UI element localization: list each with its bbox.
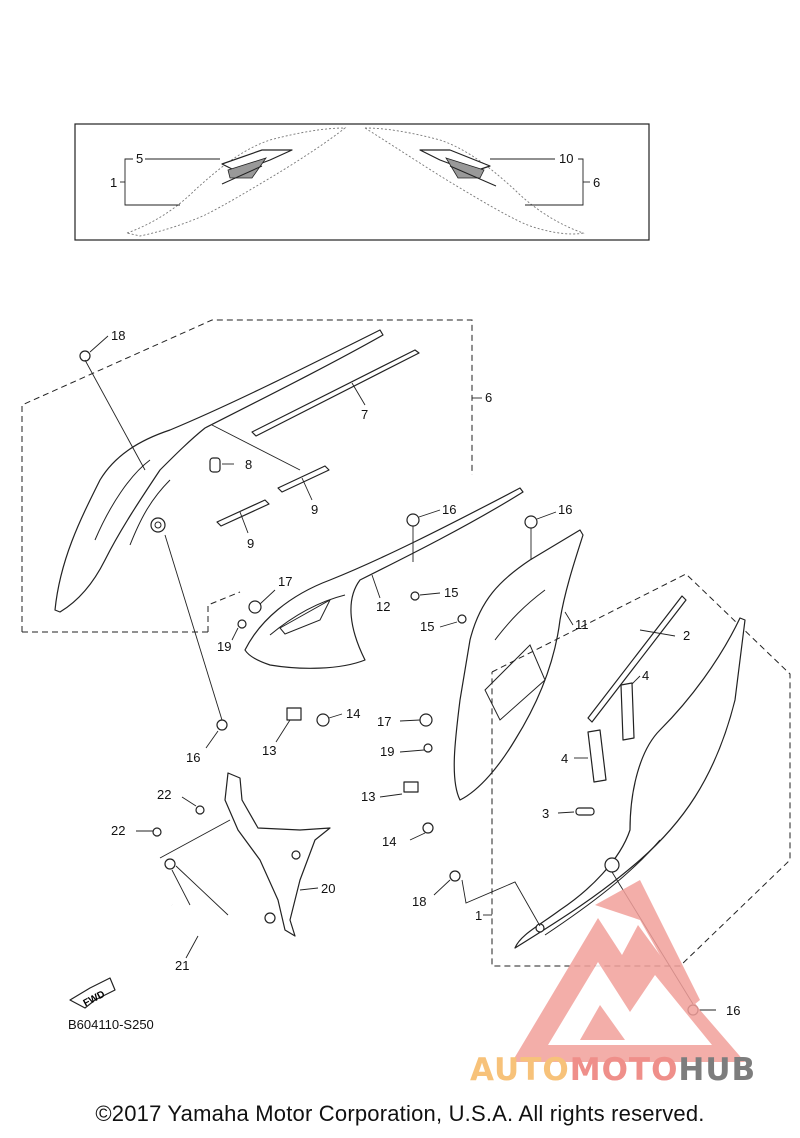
callout-4: 4	[561, 751, 568, 766]
callout-15: 15	[444, 585, 458, 600]
callout-1: 1	[110, 175, 117, 190]
watermark-hub: HUB	[678, 1052, 757, 1088]
callout-10: 10	[559, 151, 573, 166]
callout-18: 18	[111, 328, 125, 343]
callout-16: 16	[726, 1003, 740, 1018]
panel-group	[205, 487, 584, 841]
callout-7: 7	[361, 407, 368, 422]
callout-14: 14	[382, 834, 396, 849]
callout-5: 5	[136, 151, 143, 166]
callout-11: 11	[575, 617, 589, 632]
callout-22: 22	[111, 823, 125, 838]
cover-group-6	[21, 319, 482, 721]
callout-17: 17	[278, 574, 292, 589]
callout-3: 3	[542, 806, 549, 821]
callout-22: 22	[157, 787, 171, 802]
diagram-code: B604110-S250	[68, 1017, 154, 1032]
callout-18: 18	[412, 894, 426, 909]
callout-9: 9	[311, 502, 318, 517]
callout-labels: 1 5 10 6 18 7 6 8 9 9 16 16 17 12 15 15 …	[82, 151, 741, 1018]
callout-14: 14	[346, 706, 360, 721]
callout-1: 1	[475, 908, 482, 923]
watermark-moto: MOTO	[569, 1052, 679, 1088]
callout-13: 13	[262, 743, 276, 758]
callout-21: 21	[175, 958, 189, 973]
callout-8: 8	[245, 457, 252, 472]
callout-20: 20	[321, 881, 335, 896]
inset-box	[74, 123, 650, 241]
callout-13: 13	[361, 789, 375, 804]
callout-16: 16	[442, 502, 456, 517]
lower-group	[69, 772, 331, 1009]
callout-12: 12	[376, 599, 390, 614]
callout-19: 19	[380, 744, 394, 759]
callout-19: 19	[217, 639, 231, 654]
callout-4: 4	[642, 668, 649, 683]
callout-9: 9	[247, 536, 254, 551]
callout-15: 15	[420, 619, 434, 634]
watermark-auto: AUTO	[470, 1052, 570, 1088]
callout-16: 16	[186, 750, 200, 765]
callout-17: 17	[377, 714, 391, 729]
callout-16: 16	[558, 502, 572, 517]
callout-2: 2	[683, 628, 690, 643]
watermark-text: AUTOMOTOHUB	[470, 1052, 756, 1088]
callout-6: 6	[485, 390, 492, 405]
callout-6: 6	[593, 175, 600, 190]
copyright-notice: ©2017 Yamaha Motor Corporation, U.S.A. A…	[95, 1101, 705, 1126]
watermark-logo	[512, 880, 745, 1062]
